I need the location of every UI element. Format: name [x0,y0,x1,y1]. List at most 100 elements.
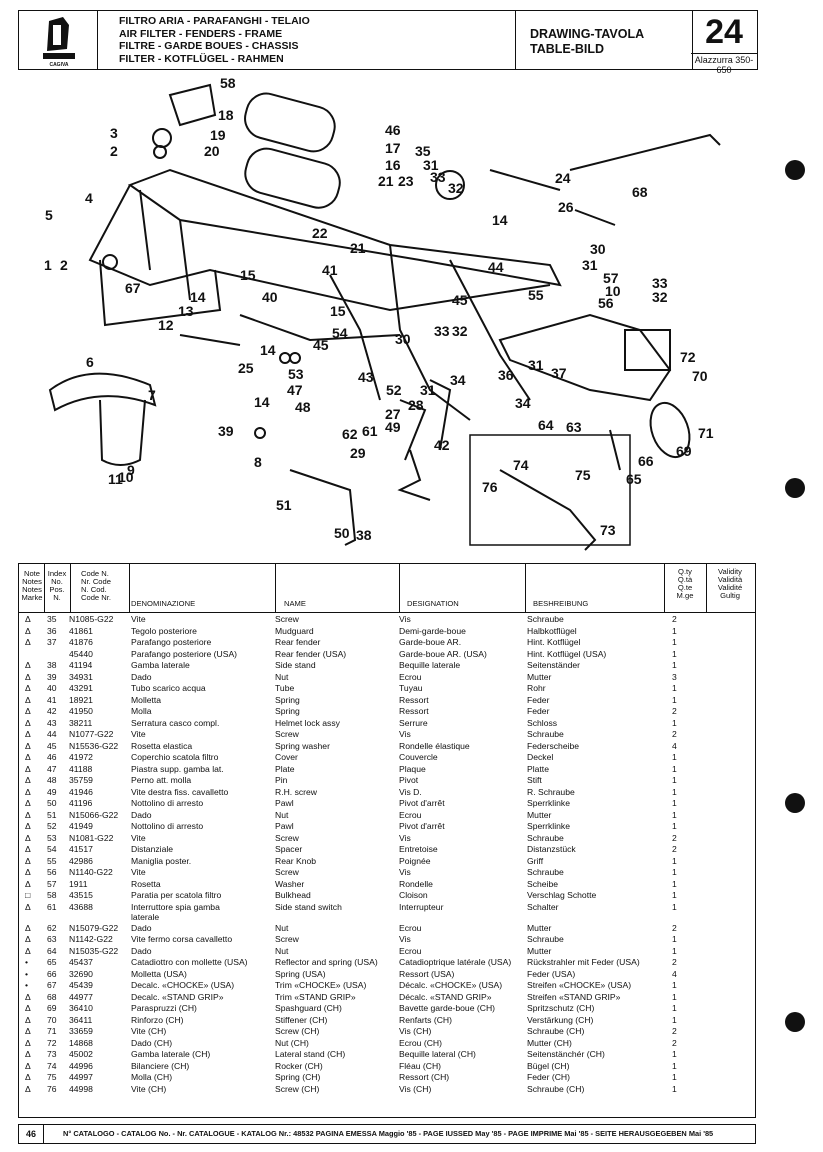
callout-10: 10 [118,469,134,485]
row-designation: Ecrou [399,809,422,820]
row-note: □ [25,890,31,900]
callout-56: 56 [598,295,614,311]
row-qty: 2 [672,832,677,843]
row-note: Δ [25,821,31,831]
row-code: 41196 [69,798,93,808]
callout-31: 31 [582,257,598,273]
row-denominazione: Nottolino di arresto [131,821,204,831]
callout-39: 39 [218,423,234,439]
callout-5: 5 [45,207,53,223]
row-designation: Entretoise [399,844,438,854]
row-note: Δ [25,625,31,636]
brand-logo: CAGIVA [19,11,98,69]
row-designation: Bavette garde-boue (CH) [399,1003,496,1013]
row-designation: Serrure [399,717,428,728]
row-pos: 53 [47,832,57,843]
callout-11: 11 [108,471,123,487]
row-name: Screw [275,934,299,944]
row-note: Δ [25,671,31,682]
row-denominazione: Dado [131,671,152,682]
callout-34: 34 [450,372,466,388]
row-beschreibung: Schalter [527,901,559,912]
row-code: 41946 [69,786,93,797]
row-denominazione: Molla (CH) [131,1072,173,1082]
row-name: Spring (CH) [275,1072,321,1082]
row-qty: 1 [672,878,677,889]
callout-51: 51 [276,497,292,513]
binder-hole [785,1012,805,1032]
row-code: 41517 [69,844,93,854]
callout-71: 71 [698,425,714,441]
row-designation: Vis [399,729,411,739]
row-name: Plate [275,763,295,774]
row-name: Screw [275,729,299,739]
row-beschreibung: Feder [527,706,550,716]
header-denominazione: DENOMINAZIONE [131,599,196,608]
row-pos: 67 [47,980,57,990]
callout-31: 31 [423,157,439,173]
callout-24: 24 [555,170,571,186]
row-note: Δ [25,786,31,797]
row-code: 43291 [69,683,93,693]
callout-12: 12 [158,317,174,333]
row-qty: 1 [672,855,677,866]
row-denominazione: Catadiottro con mollette (USA) [131,957,248,967]
row-beschreibung: Halbkotflügel [527,625,577,636]
row-pos: 37 [47,637,57,647]
row-designation: Ecrou [399,945,422,956]
row-code: 36410 [69,1003,93,1013]
row-pos: 62 [47,922,57,933]
row-beschreibung: Feder [527,694,550,705]
row-name: Rear Knob [275,855,317,866]
callout-21: 21 [350,240,366,256]
row-name: Nut [275,671,289,682]
row-designation: Ressort (USA) [399,968,455,979]
row-designation: Plaque [399,763,426,774]
title-fr: FILTRE - GARDE BOUES - CHASSIS [119,40,299,53]
row-denominazione: Vite [131,614,146,624]
row-designation: Vis [399,867,411,877]
callout-9: 9 [127,462,135,478]
row-name: Tube [275,683,295,693]
row-qty: 3 [672,671,677,682]
row-qty: 1 [672,980,677,990]
row-qty: 1 [672,625,677,636]
callout-18: 18 [218,107,234,123]
title-en: AIR FILTER - FENDERS - FRAME [119,27,283,40]
row-denominazione: Decalc. «CHOCKE» (USA) [131,980,235,990]
row-code: 35759 [69,775,93,785]
row-qty: 1 [672,798,677,808]
row-note: Δ [25,694,31,705]
row-code: N1140-G22 [69,867,113,877]
callout-49: 49 [385,419,401,435]
callout-15: 15 [330,303,346,319]
row-denominazione: Piastra supp. gamba lat. [131,763,224,774]
row-designation: Interrupteur [399,901,444,912]
row-name: Rear fender (USA) [275,648,347,659]
row-beschreibung: Stift [527,775,542,785]
row-note: Δ [25,740,31,751]
row-beschreibung: Schraube (CH) [527,1083,585,1094]
row-pos: 50 [47,798,57,808]
row-code: 14868 [69,1037,93,1048]
row-name: Trim «STAND GRIP» [275,991,356,1002]
row-denominazione: Vite fermo corsa cavalletto [131,934,233,944]
callout-47: 47 [287,382,303,398]
row-beschreibung: Griff [527,855,544,866]
callout-35: 35 [415,143,431,159]
callout-66: 66 [638,453,654,469]
row-name: Rear fender [275,637,321,647]
row-code: 45437 [69,957,93,967]
callout-45: 45 [452,292,468,308]
row-name: Trim «CHOCKE» (USA) [275,980,367,990]
callout-14: 14 [190,289,206,305]
row-note: Δ [25,614,31,624]
row-beschreibung: Mutter [527,922,552,933]
row-designation: Vis (CH) [399,1083,432,1094]
